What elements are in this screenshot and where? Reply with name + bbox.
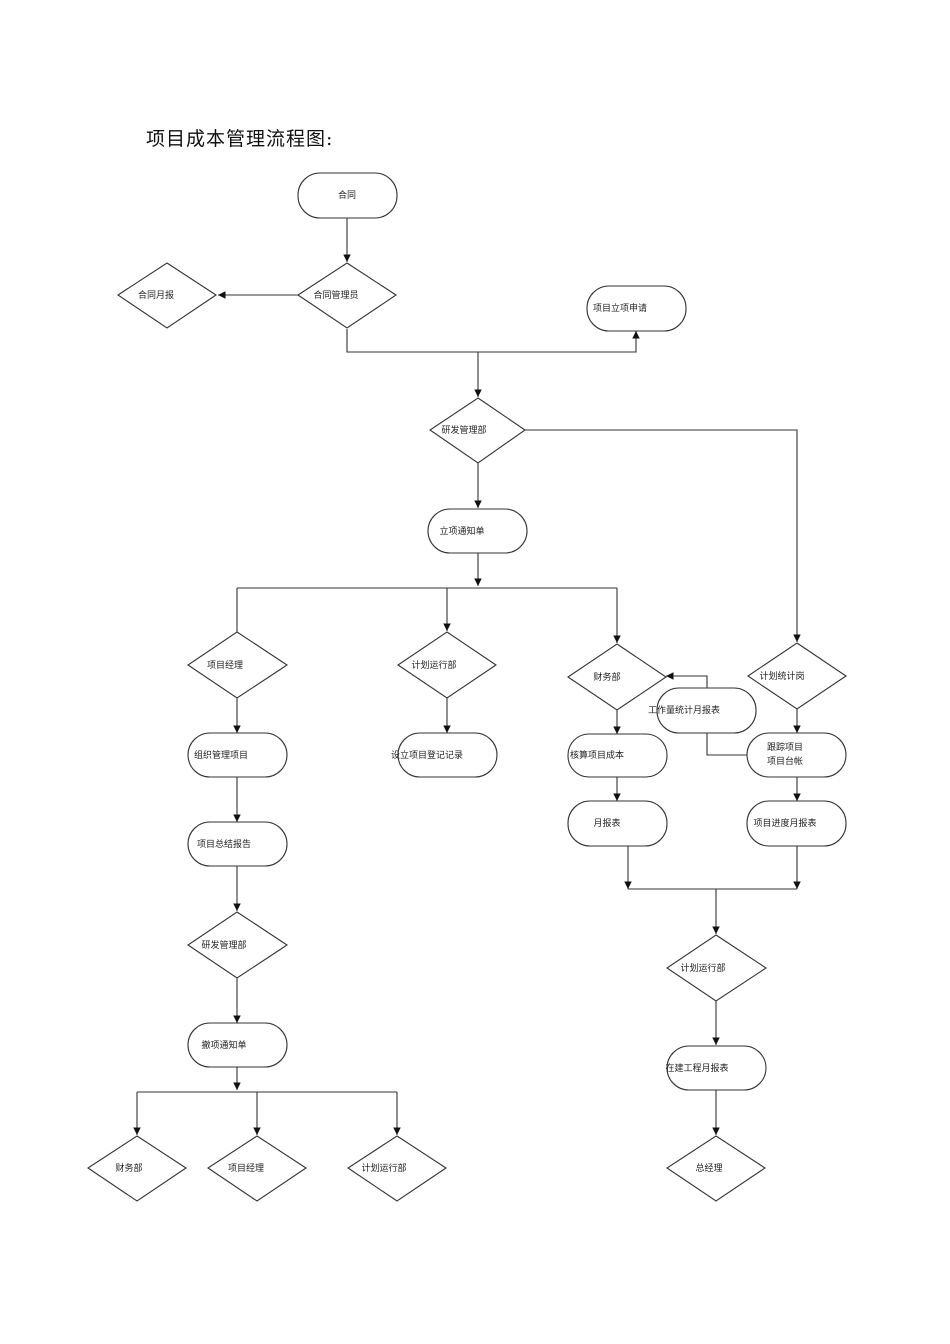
node-track-ledger-label-1: 跟踪项目 xyxy=(767,741,803,753)
node-plan-ops-2: 计划运行部 xyxy=(666,934,767,1002)
node-finance-1-label: 财务部 xyxy=(593,671,620,683)
node-project-manager-1-label: 项目经理 xyxy=(207,659,243,671)
node-progress-report-label: 项目进度月报表 xyxy=(753,817,816,829)
node-progress-report: 项目进度月报表 xyxy=(746,800,847,847)
node-finance-2-label: 财务部 xyxy=(115,1162,142,1174)
node-org-manage: 组织管理项目 xyxy=(187,732,288,778)
nodes: 合同 合同月报 合同管理员 项目立项申请 研发管理部 立项通知单 xyxy=(87,172,847,1202)
edges xyxy=(133,218,801,1135)
node-rd-dept-1: 研发管理部 xyxy=(429,397,526,464)
node-monthly-report: 月报表 xyxy=(567,800,668,847)
edge-rd-to-plan-stats xyxy=(525,429,801,642)
node-contract-admin: 合同管理员 xyxy=(297,262,397,329)
node-plan-ops-3-label: 计划运行部 xyxy=(361,1162,406,1174)
node-plan-ops-2-label: 计划运行部 xyxy=(680,962,725,974)
node-plan-stats-label: 计划统计岗 xyxy=(759,670,804,682)
node-plan-stats: 计划统计岗 xyxy=(747,642,847,710)
node-monthly-report-label: 月报表 xyxy=(593,817,620,829)
node-approval-notice-label: 立项通知单 xyxy=(439,525,484,537)
node-plan-ops-3: 计划运行部 xyxy=(347,1135,447,1202)
node-plan-ops-1-label: 计划运行部 xyxy=(411,659,456,671)
node-gm: 总经理 xyxy=(666,1135,766,1202)
node-contract-label: 合同 xyxy=(338,189,356,201)
node-gm-label: 总经理 xyxy=(695,1162,722,1174)
node-plan-ops-1: 计划运行部 xyxy=(397,631,497,699)
node-track-ledger-label-2: 项目台帐 xyxy=(767,755,803,767)
node-org-manage-label: 组织管理项目 xyxy=(194,749,248,761)
node-project-application-label: 项目立项申请 xyxy=(593,302,647,314)
node-summary-report-label: 项目总结报告 xyxy=(197,838,251,850)
node-track-ledger: 跟踪项目 项目台帐 xyxy=(746,732,847,778)
node-workload-report-label: 工作量统计月报表 xyxy=(648,704,720,716)
node-calc-cost: 核算项目成本 xyxy=(567,733,668,778)
node-construction-report: 在建工程月报表 xyxy=(665,1045,767,1091)
node-close-notice-label: 撤项通知单 xyxy=(201,1039,246,1051)
node-project-manager-2-label: 项目经理 xyxy=(228,1162,264,1174)
node-close-notice: 撤项通知单 xyxy=(187,1022,288,1068)
node-contract-ledger: 合同月报 xyxy=(117,262,217,329)
page-title: 项目成本管理流程图: xyxy=(146,128,334,150)
node-rd-dept-2-label: 研发管理部 xyxy=(201,939,246,951)
node-approval-notice: 立项通知单 xyxy=(427,508,528,554)
node-setup-register-label: 设立项目登记记录 xyxy=(391,749,463,761)
node-summary-report: 项目总结报告 xyxy=(187,821,288,867)
node-setup-register: 设立项目登记记录 xyxy=(391,732,498,778)
edge-admin-down xyxy=(346,329,478,353)
node-project-manager-1: 项目经理 xyxy=(187,631,288,699)
node-rd-dept-2: 研发管理部 xyxy=(187,911,288,979)
node-project-application: 项目立项申请 xyxy=(586,285,687,332)
node-workload-report: 工作量统计月报表 xyxy=(648,687,757,734)
node-finance-1: 财务部 xyxy=(567,643,667,711)
node-contract-ledger-label: 合同月报 xyxy=(138,289,174,301)
node-calc-cost-label: 核算项目成本 xyxy=(570,749,624,761)
node-project-manager-2: 项目经理 xyxy=(207,1135,307,1202)
node-contract-admin-label: 合同管理员 xyxy=(313,289,358,301)
node-rd-dept-1-label: 研发管理部 xyxy=(441,424,486,436)
node-construction-report-label: 在建工程月报表 xyxy=(665,1062,728,1074)
node-contract: 合同 xyxy=(297,172,398,219)
node-finance-2: 财务部 xyxy=(87,1135,187,1202)
edge-to-application xyxy=(478,331,640,353)
